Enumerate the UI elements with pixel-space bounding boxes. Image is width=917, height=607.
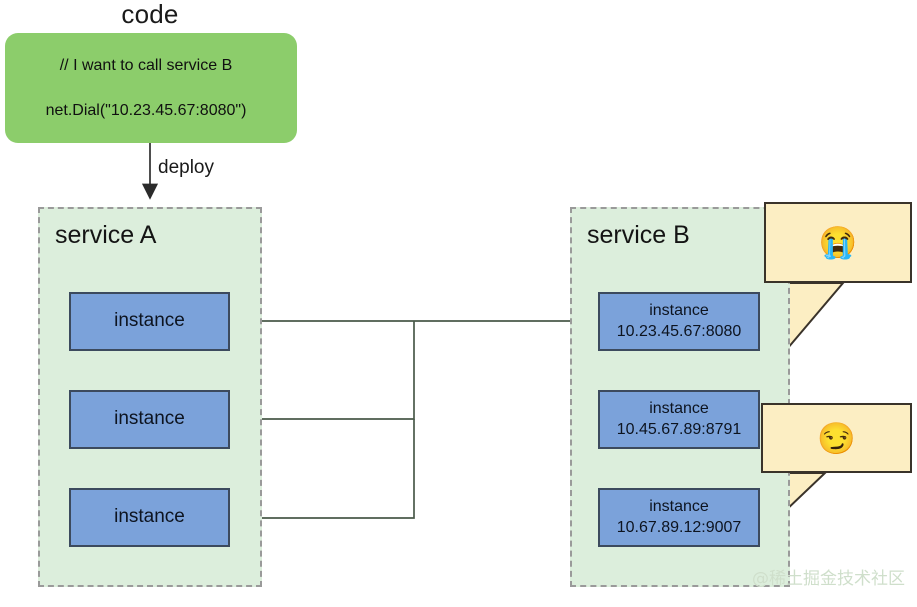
loudly-crying-face-emoji: 😭 [818, 225, 858, 260]
service-b-instance-1[interactable]: instance 10.45.67.89:8791 [598, 390, 760, 449]
instance-label: instance [649, 302, 709, 320]
instance-label: instance [114, 506, 185, 528]
code-dial-line: net.Dial("10.23.45.67:8080") [45, 102, 247, 119]
instance-address: 10.23.45.67:8080 [616, 322, 742, 340]
callout-bubble-0: 😭 [764, 202, 912, 283]
code-title: code [121, 0, 179, 29]
instance-label: instance [649, 498, 709, 516]
service-a-instance-1[interactable]: instance [69, 390, 230, 449]
deploy-edge-label: deploy [158, 157, 214, 178]
service-a-instance-2[interactable]: instance [69, 488, 230, 547]
service-a-title: service A [55, 221, 157, 249]
service-b-instance-2[interactable]: instance 10.67.89.12:9007 [598, 488, 760, 547]
service-b-title: service B [587, 221, 690, 249]
callout-bubble-1: 😏 [761, 403, 912, 473]
instance-address: 10.67.89.12:9007 [616, 518, 742, 536]
instance-label: instance [649, 400, 709, 418]
service-a-instance-0[interactable]: instance [69, 292, 230, 351]
instance-label: instance [114, 310, 185, 332]
service-b-instance-0[interactable]: instance 10.23.45.67:8080 [598, 292, 760, 351]
instance-label: instance [114, 408, 185, 430]
smirking-face-emoji: 😏 [817, 420, 856, 456]
watermark: @稀土掘金技术社区 [752, 569, 905, 589]
code-box [5, 33, 297, 143]
instance-address: 10.45.67.89:8791 [616, 420, 742, 438]
code-comment-line: // I want to call service B [59, 57, 233, 74]
